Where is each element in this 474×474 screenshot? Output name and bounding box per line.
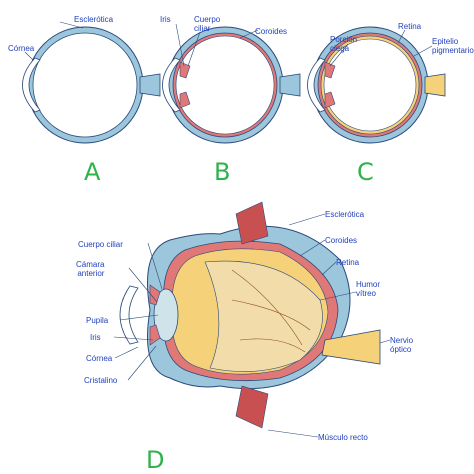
label-b-iris: Iris xyxy=(160,15,171,24)
label-c-epithelium: Epitelio pigmentario xyxy=(432,37,474,55)
letter-d: D xyxy=(146,446,164,474)
label-d-ciliary: Cuerpo ciliar xyxy=(78,240,123,249)
eye-b xyxy=(163,24,301,143)
label-d-cornea: Córnea xyxy=(86,354,112,363)
letter-a: A xyxy=(84,158,100,186)
label-c-blind: Porción ciega xyxy=(330,35,357,53)
eye-a xyxy=(23,22,161,143)
label-c-retina: Retina xyxy=(398,22,421,31)
label-d-muscle: Músculo recto xyxy=(318,433,368,442)
label-d-chamber: Cámara anterior xyxy=(76,260,104,278)
label-d-retina: Retina xyxy=(336,258,359,267)
label-d-lens: Cristalino xyxy=(84,376,117,385)
letter-c: C xyxy=(357,158,374,186)
label-a-sclera: Esclerótica xyxy=(74,15,113,24)
label-d-vitreous: Humor vítreo xyxy=(356,280,380,298)
label-b-choroid: Coroides xyxy=(255,27,287,36)
label-d-sclera: Esclerótica xyxy=(325,210,364,219)
label-d-iris: Iris xyxy=(90,333,101,342)
label-b-ciliary: Cuerpo ciliar xyxy=(194,15,220,33)
eye-c xyxy=(308,27,446,143)
letter-b: B xyxy=(214,158,230,186)
label-a-cornea: Córnea xyxy=(8,44,34,53)
label-d-nerve: Nervio óptico xyxy=(390,336,413,354)
label-d-choroid: Coroides xyxy=(325,236,357,245)
label-d-pupil: Pupila xyxy=(86,316,108,325)
